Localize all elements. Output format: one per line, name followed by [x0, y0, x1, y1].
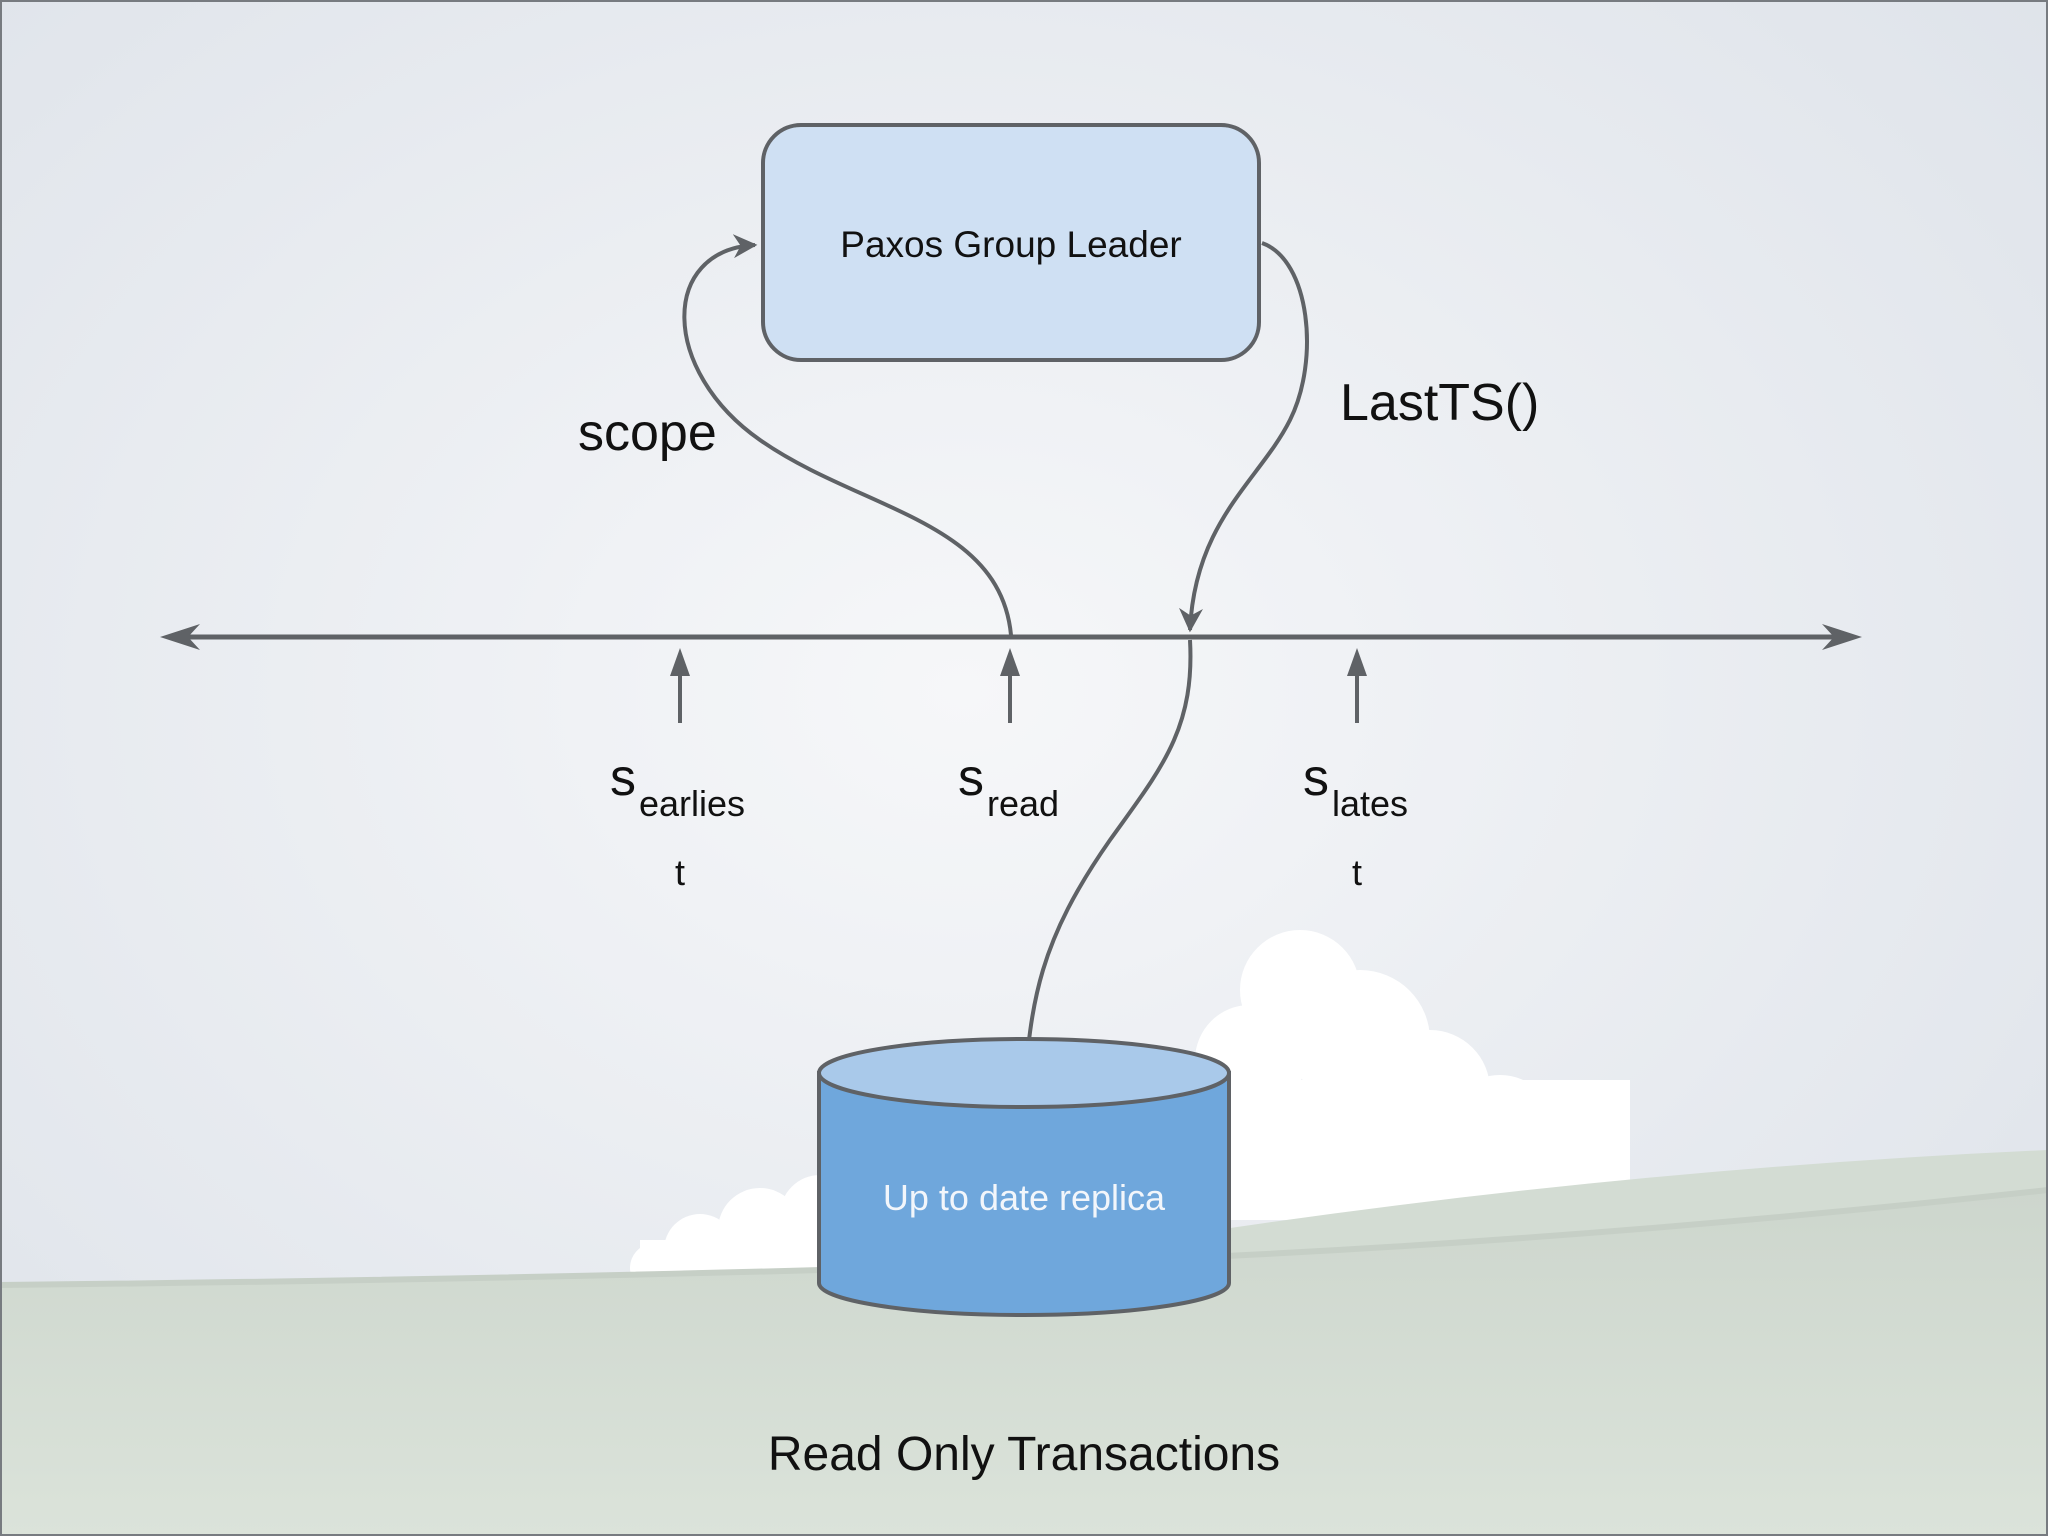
- diagram-caption: Read Only Transactions: [768, 1428, 1280, 1481]
- paxos-leader-label: Paxos Group Leader: [840, 224, 1181, 265]
- timeline-right-arrowhead: [1822, 624, 1862, 650]
- s-earliest-wrap: t: [675, 852, 685, 893]
- scope-label: scope: [578, 404, 717, 462]
- s-latest-base: s: [1303, 749, 1329, 807]
- tick-earliest-arrow: [670, 648, 690, 723]
- s-earliest-sub: earlies: [639, 783, 745, 824]
- tick-read-arrow: [1000, 648, 1020, 723]
- label-s-latest: s lates t: [1303, 749, 1408, 893]
- s-latest-sub: lates: [1332, 783, 1408, 824]
- last-ts-edge: [1179, 241, 1309, 633]
- s-read-base: s: [958, 749, 984, 807]
- label-s-earliest: s earlies t: [610, 749, 745, 893]
- timeline-left-arrowhead: [160, 624, 200, 650]
- paxos-leader-node: Paxos Group Leader: [761, 123, 1261, 362]
- s-read-sub: read: [987, 783, 1059, 824]
- timeline-axis: [160, 624, 1862, 650]
- timeline-to-replica-edge: [1013, 639, 1193, 1103]
- s-earliest-base: s: [610, 749, 636, 807]
- scope-edge: [682, 234, 1013, 636]
- replica-cylinder: Up to date replica: [817, 1037, 1231, 1317]
- s-latest-wrap: t: [1352, 852, 1362, 893]
- tick-latest-arrow: [1347, 648, 1367, 723]
- hill-front: [0, 1190, 2048, 1536]
- replica-label: Up to date replica: [883, 1177, 1166, 1218]
- label-s-read: s read: [958, 749, 1059, 824]
- last-ts-label: LastTS(): [1340, 374, 1539, 432]
